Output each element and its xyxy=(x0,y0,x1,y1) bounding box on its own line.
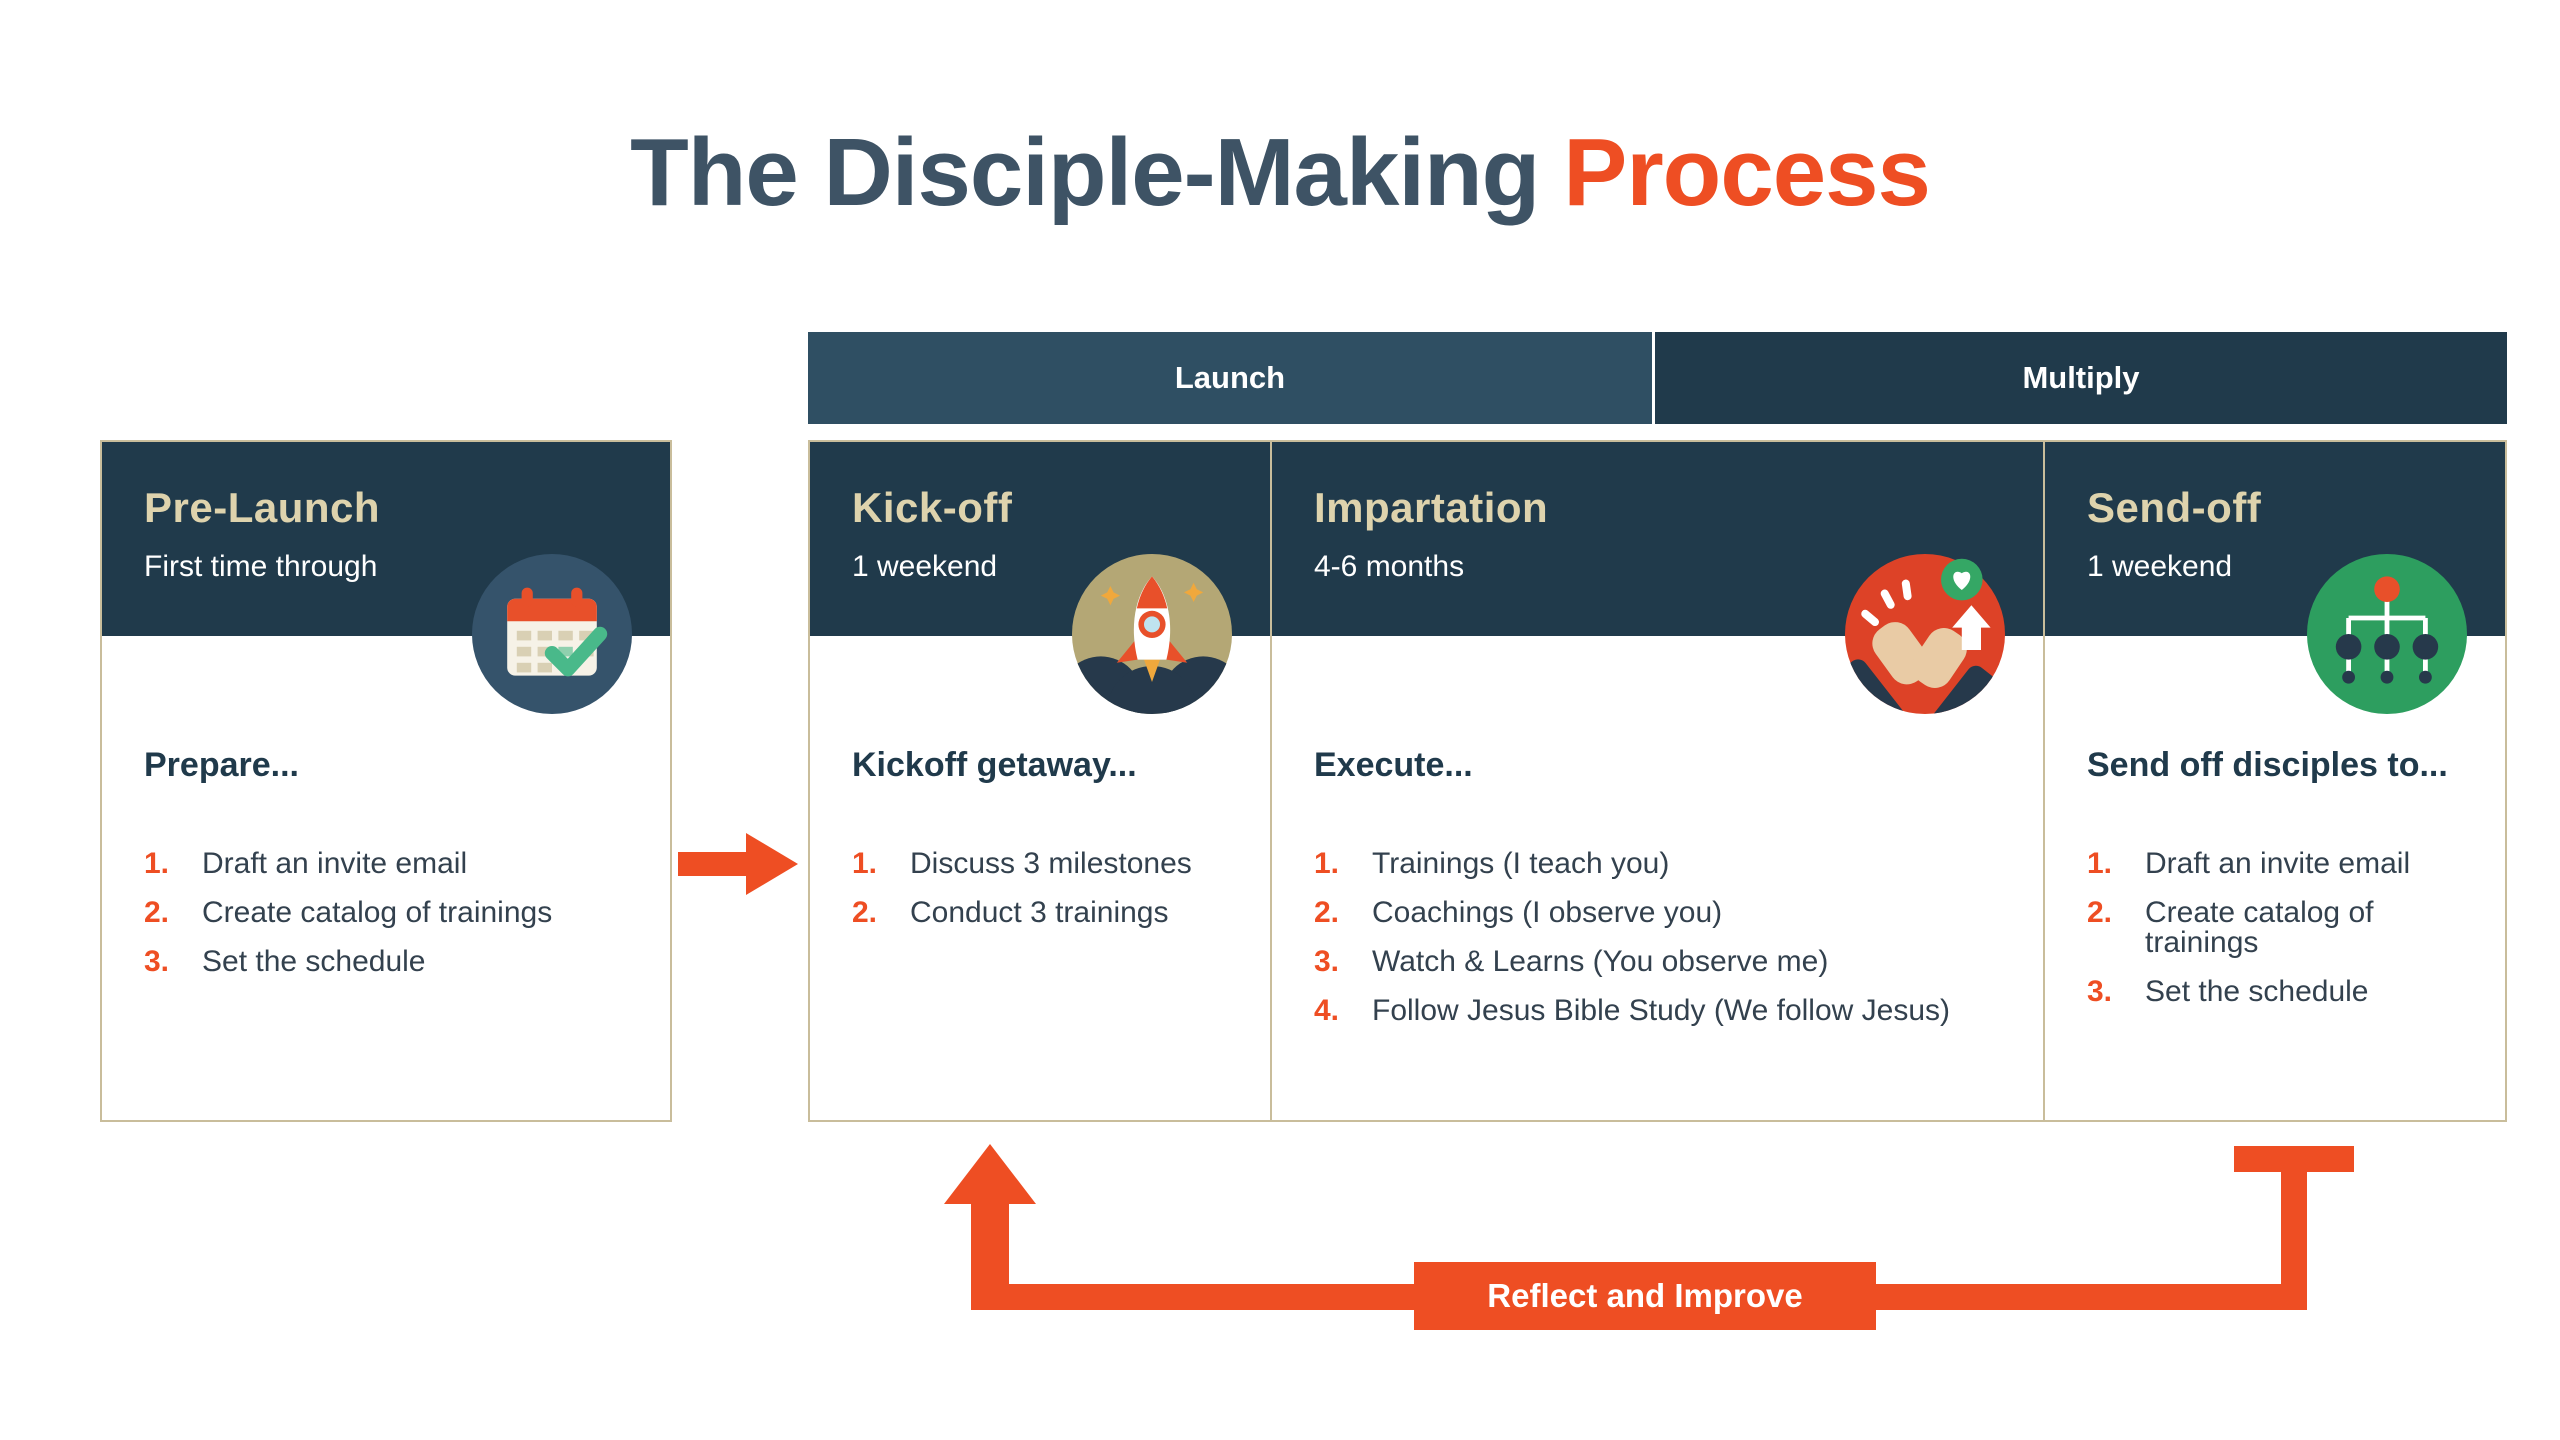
title-main: The Disciple-Making xyxy=(630,119,1540,226)
item-number: 3. xyxy=(2087,975,2113,1008)
card-body: Execute... 1. Trainings (I teach you) 2. C… xyxy=(1272,636,2043,1026)
list-item: 2. Create catalog of trainings xyxy=(144,898,628,928)
loop-up-arrow-shaft xyxy=(971,1202,1009,1310)
list-item: 2. Create catalog of trainings xyxy=(2087,898,2463,958)
list-item: 1. Draft an invite email xyxy=(144,849,628,879)
phase-launch: Launch xyxy=(808,332,1655,424)
loop-right-cap xyxy=(2234,1146,2354,1172)
calendar-icon xyxy=(472,554,632,714)
card-heading: Execute... xyxy=(1314,746,1473,784)
item-text: Coachings (I observe you) xyxy=(1372,896,1723,929)
card-header: Pre-Launch First time through xyxy=(102,442,670,636)
item-number: 2. xyxy=(2087,896,2113,929)
card-subtitle: 4-6 months xyxy=(1314,550,1465,583)
item-text: Set the schedule xyxy=(2145,975,2369,1008)
item-text: Follow Jesus Bible Study (We follow Jesu… xyxy=(1372,994,1950,1027)
item-text: Watch & Learns (You observe me) xyxy=(1372,945,1829,978)
card-title: Send-off xyxy=(2087,484,2262,531)
flow-arrow-icon xyxy=(678,833,798,895)
item-text: Create catalog of trainings xyxy=(202,896,553,929)
card-title: Pre-Launch xyxy=(144,484,381,531)
list-item: 2. Coachings (I observe you) xyxy=(1314,898,2001,928)
rocket-icon xyxy=(1072,554,1232,714)
phase-bar: Launch Multiply xyxy=(808,332,2507,424)
card-send-off: Send-off 1 weekend xyxy=(2045,442,2505,1120)
main-cards: Kick-off 1 weekend xyxy=(808,440,2507,1122)
card-subtitle: First time through xyxy=(144,550,378,583)
card-list: 1. Discuss 3 milestones 2. Conduct 3 train… xyxy=(852,849,1228,928)
item-text: Create catalog of trainings xyxy=(2145,896,2374,959)
item-number: 1. xyxy=(1314,847,1340,880)
item-number: 1. xyxy=(2087,847,2113,880)
card-pre-launch: Pre-Launch First time through xyxy=(100,440,672,1122)
clapping-hands-icon xyxy=(1845,554,2005,714)
network-icon xyxy=(2307,554,2467,714)
card-body: Kickoff getaway... 1. Discuss 3 milestone… xyxy=(810,636,1270,928)
card-list: 1. Trainings (I teach you) 2. Coachings (I… xyxy=(1314,849,2001,1026)
card-title: Impartation xyxy=(1314,484,1549,531)
item-text: Set the schedule xyxy=(202,945,426,978)
phase-multiply: Multiply xyxy=(1655,332,2507,424)
item-number: 3. xyxy=(144,945,170,978)
list-item: 1. Trainings (I teach you) xyxy=(1314,849,2001,879)
card-body: Prepare... 1. Draft an invite email 2. Cre… xyxy=(102,636,670,977)
list-item: 4. Follow Jesus Bible Study (We follow Je… xyxy=(1314,996,2001,1026)
list-item: 1. Draft an invite email xyxy=(2087,849,2463,879)
item-number: 2. xyxy=(1314,896,1340,929)
item-number: 2. xyxy=(852,896,878,929)
item-text: Conduct 3 trainings xyxy=(910,896,1169,929)
item-text: Draft an invite email xyxy=(2145,847,2411,880)
list-item: 3. Set the schedule xyxy=(2087,977,2463,1007)
item-number: 1. xyxy=(852,847,878,880)
card-list: 1. Draft an invite email 2. Create catalog… xyxy=(2087,849,2463,1007)
card-body: Send off disciples to... 1. Draft an invi… xyxy=(2045,636,2505,1007)
card-heading: Prepare... xyxy=(144,746,299,784)
loop-right-vertical-line xyxy=(2281,1158,2307,1310)
card-title: Kick-off xyxy=(852,484,1013,531)
item-text: Trainings (I teach you) xyxy=(1372,847,1670,880)
card-heading: Send off disciples to... xyxy=(2087,746,2448,784)
list-item: 1. Discuss 3 milestones xyxy=(852,849,1228,879)
loop-up-arrow-icon xyxy=(944,1144,1036,1204)
list-item: 3. Set the schedule xyxy=(144,947,628,977)
item-number: 1. xyxy=(144,847,170,880)
reflect-improve-label: Reflect and Improve xyxy=(1414,1262,1876,1330)
card-heading: Kickoff getaway... xyxy=(852,746,1137,784)
item-text: Draft an invite email xyxy=(202,847,468,880)
card-list: 1. Draft an invite email 2. Create catalog… xyxy=(144,849,628,977)
item-text: Discuss 3 milestones xyxy=(910,847,1192,880)
card-subtitle: 1 weekend xyxy=(2087,550,2233,583)
card-kick-off: Kick-off 1 weekend xyxy=(810,442,1272,1120)
item-number: 3. xyxy=(1314,945,1340,978)
card-subtitle: 1 weekend xyxy=(852,550,998,583)
item-number: 4. xyxy=(1314,994,1340,1027)
list-item: 3. Watch & Learns (You observe me) xyxy=(1314,947,2001,977)
card-impartation: Impartation 4-6 months xyxy=(1272,442,2045,1120)
item-number: 2. xyxy=(144,896,170,929)
title-accent: Process xyxy=(1563,119,1931,226)
list-item: 2. Conduct 3 trainings xyxy=(852,898,1228,928)
